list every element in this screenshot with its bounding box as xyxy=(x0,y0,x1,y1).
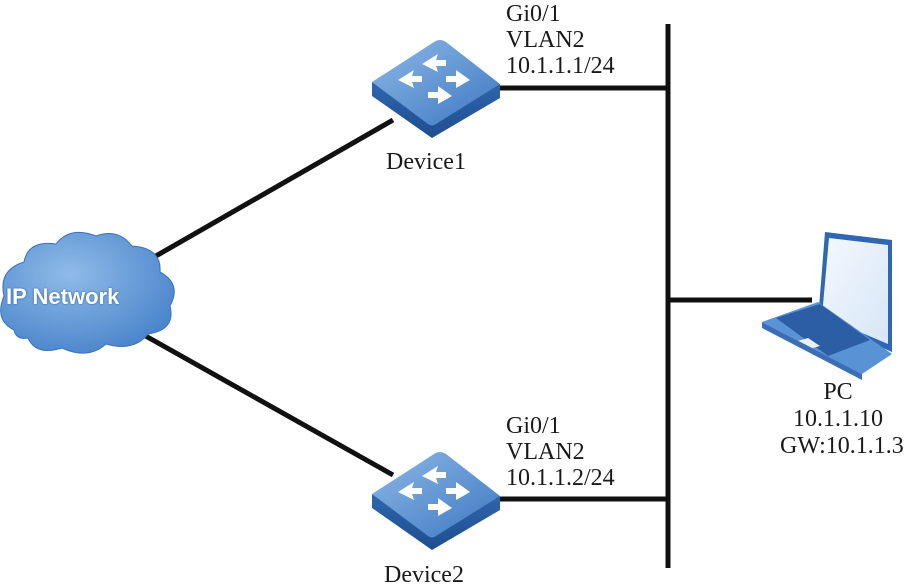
laptop-icon[interactable] xyxy=(762,232,892,380)
pc-ip-label: 10.1.1.10 xyxy=(793,406,883,432)
device1-name-label: Device1 xyxy=(386,149,466,175)
cloud-icon[interactable] xyxy=(0,231,175,354)
device2-name-label: Device2 xyxy=(384,562,464,586)
cloud-label: IP Network xyxy=(6,284,120,309)
device2-interface-label: Gi0/1 xyxy=(506,413,561,439)
device1-vlan-label: VLAN2 xyxy=(506,27,585,53)
device1-interface-label: Gi0/1 xyxy=(506,1,561,27)
switch-icon[interactable] xyxy=(372,40,500,138)
link-cloud-device2 xyxy=(133,327,395,478)
pc-gateway-label: GW:10.1.1.3 xyxy=(780,433,904,459)
switch-icon[interactable] xyxy=(372,452,500,550)
pc-name-label: PC xyxy=(823,379,853,405)
device2-vlan-label: VLAN2 xyxy=(506,439,585,465)
device2-ip-label: 10.1.1.2/24 xyxy=(506,465,615,491)
device1-ip-label: 10.1.1.1/24 xyxy=(506,53,615,79)
link-cloud-device1 xyxy=(133,117,395,271)
links xyxy=(133,24,812,568)
